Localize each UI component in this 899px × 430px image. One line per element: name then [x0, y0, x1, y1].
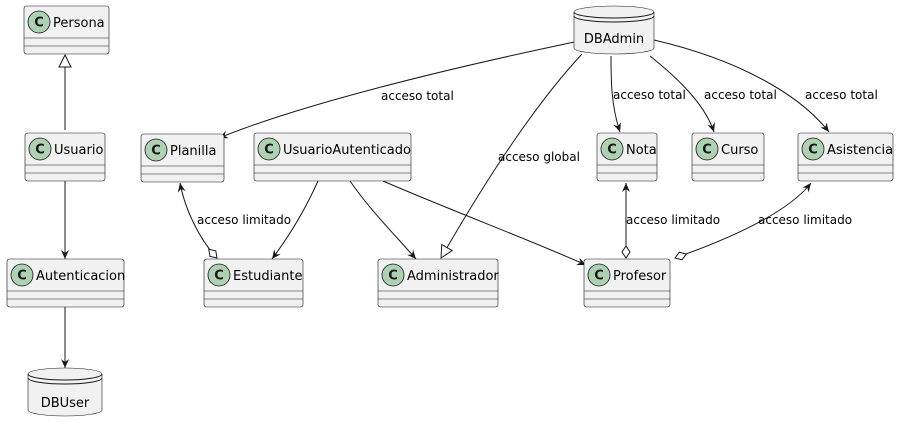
class-name-estudiante: Estudiante	[233, 269, 303, 284]
edges	[65, 39, 830, 368]
edge-estudiante-planilla	[177, 182, 218, 259]
label-dbadmin-administrador: acceso global	[498, 150, 580, 164]
class-usuario[interactable]: C Usuario	[24, 132, 106, 182]
class-usuarioautenticado[interactable]: C UsuarioAutenticado	[253, 132, 412, 182]
edge-profesor-asistencia	[674, 182, 812, 261]
class-marker-icon: C	[264, 143, 274, 158]
class-name-profesor: Profesor	[613, 269, 667, 284]
database-dbadmin[interactable]: DBAdmin	[573, 5, 655, 55]
class-marker-icon: C	[702, 143, 712, 158]
edge-dbadmin-nota	[610, 55, 621, 133]
class-planilla[interactable]: C Planilla	[140, 133, 225, 183]
label-estudiante-planilla: acceso limitado	[197, 213, 291, 227]
class-curso[interactable]: C Curso	[691, 132, 765, 182]
class-name-usuario: Usuario	[54, 143, 103, 158]
class-autenticacion[interactable]: C Autenticacion	[6, 258, 125, 308]
edge-usuarioautenticado-profesor	[382, 180, 587, 266]
class-marker-icon: C	[34, 16, 44, 31]
label-profesor-asistencia: acceso limitado	[758, 213, 852, 227]
class-marker-icon: C	[607, 143, 617, 158]
class-marker-icon: C	[35, 143, 45, 158]
class-marker-icon: C	[594, 269, 604, 284]
edge-usuarioautenticado-administrador	[349, 180, 417, 260]
edge-labels: acceso total acceso global acceso total …	[197, 88, 878, 227]
class-profesor[interactable]: C Profesor	[583, 258, 671, 308]
class-asistencia[interactable]: C Asistencia	[797, 132, 894, 182]
label-dbadmin-nota: acceso total	[613, 88, 686, 102]
class-administrador[interactable]: C Administrador	[377, 258, 499, 308]
class-estudiante[interactable]: C Estudiante	[203, 258, 304, 308]
label-dbadmin-curso: acceso total	[704, 88, 777, 102]
class-name-planilla: Planilla	[170, 144, 216, 159]
database-name-dbadmin: DBAdmin	[584, 32, 644, 47]
class-marker-icon: C	[388, 269, 398, 284]
class-name-usuarioautenticado: UsuarioAutenticado	[283, 143, 411, 158]
database-name-dbuser: DBUser	[41, 396, 90, 411]
label-profesor-nota: acceso limitado	[626, 213, 720, 227]
class-marker-icon: C	[151, 144, 161, 159]
class-name-autenticacion: Autenticacion	[36, 269, 125, 284]
edge-dbadmin-planilla	[218, 39, 585, 139]
class-name-administrador: Administrador	[407, 269, 499, 284]
edge-dbadmin-curso	[649, 55, 715, 133]
database-dbuser[interactable]: DBUser	[27, 367, 103, 417]
class-nota[interactable]: C Nota	[596, 132, 658, 182]
label-dbadmin-asistencia: acceso total	[805, 88, 878, 102]
edge-dbadmin-administrador	[441, 53, 583, 258]
class-marker-icon: C	[808, 143, 818, 158]
class-marker-icon: C	[17, 269, 27, 284]
class-persona[interactable]: C Persona	[23, 5, 110, 55]
label-dbadmin-planilla: acceso total	[381, 89, 454, 103]
class-name-persona: Persona	[53, 16, 105, 31]
class-name-curso: Curso	[721, 143, 758, 158]
class-name-asistencia: Asistencia	[827, 143, 893, 158]
class-marker-icon: C	[214, 269, 224, 284]
edge-dbadmin-asistencia	[653, 39, 830, 133]
class-name-nota: Nota	[626, 143, 657, 158]
edge-usuarioautenticado-estudiante	[271, 180, 319, 260]
